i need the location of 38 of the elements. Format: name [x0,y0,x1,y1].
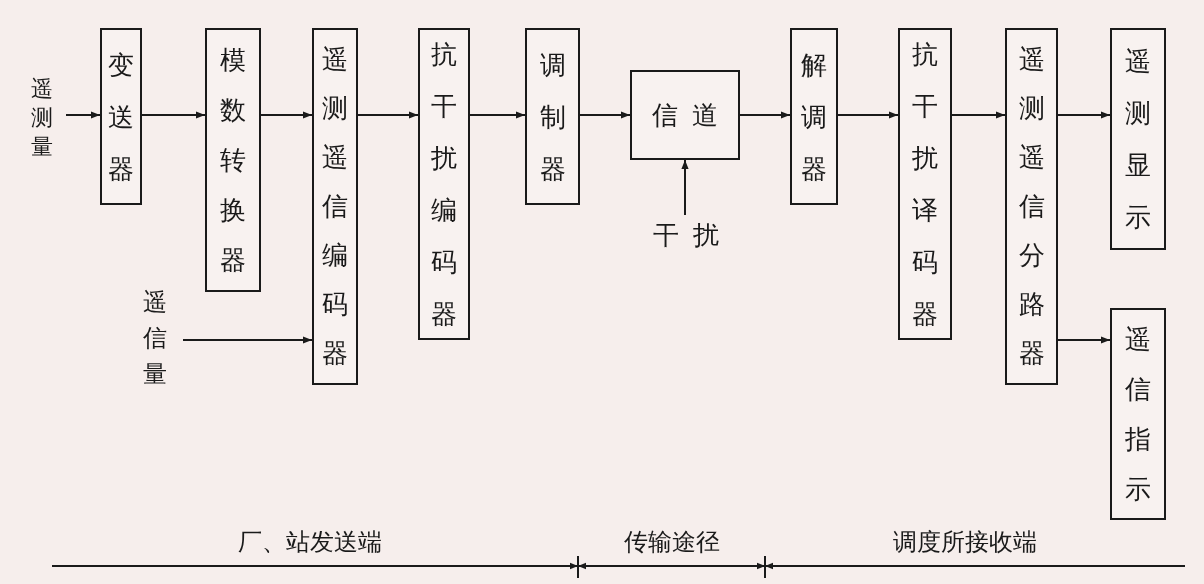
process-box [418,28,470,340]
input-label: 干扰 [653,220,733,250]
process-box [790,28,838,205]
arrow [260,111,313,119]
arrow [1057,336,1111,344]
box-label: 遥测遥信分路器 [1018,43,1045,370]
box-label: 调制器 [539,48,566,186]
process-box [1005,28,1058,385]
arrow [357,111,419,119]
arrow [951,111,1006,119]
process-box [630,70,740,160]
box-label: 抗干扰编码器 [431,38,457,331]
process-box [312,28,358,385]
box-label: 遥测显示 [1125,45,1151,234]
box-label: 遥信指示 [1125,323,1151,506]
input-label: 遥信量 [143,287,167,390]
arrow [837,111,899,119]
box-label: 模数转换器 [220,44,246,277]
arrow [141,111,206,119]
arrow [739,111,791,119]
process-box [205,28,261,292]
process-box [525,28,580,205]
arrow [182,336,313,344]
input-label: 遥测量 [31,74,53,161]
box-label: 抗干扰译码器 [912,38,938,331]
arrow [1057,111,1111,119]
arrow [579,111,631,119]
arrow [65,111,101,119]
process-box [1110,28,1166,250]
box-label: 变送器 [108,48,134,186]
process-box [1110,308,1166,520]
process-box [898,28,952,340]
box-label: 解调器 [801,48,827,186]
arrow [469,111,526,119]
box-label: 信道 [652,100,732,130]
box-label: 遥测遥信编码器 [322,43,348,370]
process-box [100,28,142,205]
arrow [681,159,689,216]
